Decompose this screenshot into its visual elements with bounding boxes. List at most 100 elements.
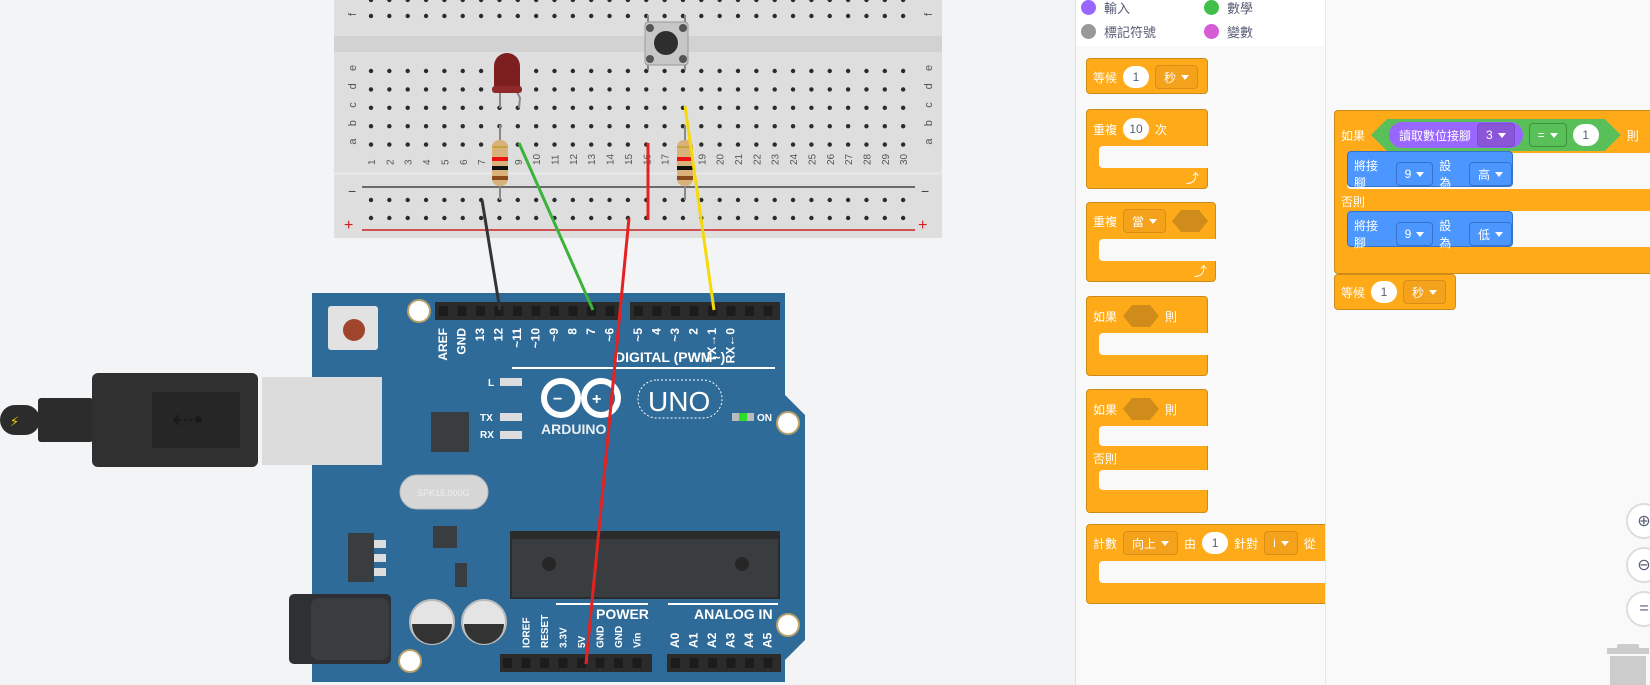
breadboard-hole[interactable] — [405, 0, 410, 3]
rail-hole[interactable] — [882, 215, 887, 221]
header-socket[interactable] — [568, 306, 578, 316]
breadboard-hole[interactable] — [405, 13, 410, 19]
breadboard-hole[interactable] — [387, 0, 392, 3]
category-variables[interactable]: 變數 — [1204, 22, 1253, 41]
breadboard-hole[interactable] — [717, 0, 722, 3]
header-socket[interactable] — [745, 306, 754, 316]
breadboard-hole[interactable] — [625, 87, 631, 92]
breadboard-hole[interactable] — [717, 68, 722, 74]
set-value-dropdown[interactable]: 高 — [1468, 162, 1512, 186]
breadboard-hole[interactable] — [772, 124, 777, 129]
breadboard-hole[interactable] — [809, 68, 814, 74]
block-palette[interactable]: 輸入 數學 標記符號 變數 等候 1 秒 重複 10 次 ⤴ — [1075, 0, 1329, 685]
breadboard-hole[interactable] — [735, 0, 741, 3]
header-socket[interactable] — [595, 658, 605, 668]
breadboard-hole[interactable] — [570, 105, 576, 111]
header-socket[interactable] — [605, 306, 615, 316]
header-socket[interactable] — [689, 658, 699, 668]
breadboard-hole[interactable] — [699, 87, 704, 92]
breadboard-hole[interactable] — [809, 0, 814, 3]
breadboard-hole[interactable] — [882, 142, 887, 147]
breadboard-hole[interactable] — [662, 105, 667, 111]
zoom-in-button[interactable]: ⊕ — [1626, 503, 1650, 539]
breadboard-hole[interactable] — [754, 124, 759, 129]
rail-hole[interactable] — [533, 215, 539, 221]
count-var-dropdown[interactable]: i — [1264, 531, 1298, 555]
header-socket[interactable] — [494, 306, 504, 316]
rail-hole[interactable] — [460, 197, 465, 203]
breadboard-hole[interactable] — [423, 105, 429, 111]
breadboard-hole[interactable] — [754, 13, 759, 19]
header-socket[interactable] — [689, 306, 699, 316]
breadboard-hole[interactable] — [699, 105, 704, 111]
breadboard-hole[interactable] — [827, 87, 832, 92]
header-socket[interactable] — [726, 306, 736, 316]
pushbutton[interactable] — [644, 15, 689, 70]
breadboard-hole[interactable] — [625, 0, 631, 3]
rail-hole[interactable] — [754, 197, 759, 203]
breadboard-hole[interactable] — [790, 142, 796, 147]
breadboard-hole[interactable] — [460, 105, 465, 111]
set-value-dropdown[interactable]: 低 — [1468, 222, 1512, 246]
breadboard-hole[interactable] — [699, 142, 704, 147]
breadboard-hole[interactable] — [497, 13, 502, 19]
breadboard-hole[interactable] — [662, 68, 667, 74]
breadboard-hole[interactable] — [845, 142, 851, 147]
breadboard-hole[interactable] — [368, 124, 374, 129]
breadboard-hole[interactable] — [405, 124, 410, 129]
wires[interactable] — [480, 105, 716, 665]
breadboard-hole[interactable] — [368, 142, 374, 147]
breadboard-hole[interactable] — [533, 105, 539, 111]
breadboard-hole[interactable] — [552, 13, 557, 19]
resistor-1[interactable] — [492, 125, 508, 200]
breadboard-hole[interactable] — [625, 142, 631, 147]
breadboard-hole[interactable] — [423, 68, 429, 74]
header-socket[interactable] — [476, 306, 485, 316]
breadboard-hole[interactable] — [423, 0, 429, 3]
header-socket[interactable] — [614, 658, 623, 668]
breadboard-hole[interactable] — [699, 0, 704, 3]
circuit-canvas[interactable]: ffeeddccbbaa1234567891011121314151617181… — [0, 0, 1075, 685]
category-input[interactable]: 輸入 — [1081, 0, 1130, 17]
breadboard-hole[interactable] — [845, 124, 851, 129]
repeat-count-input[interactable]: 10 — [1123, 118, 1150, 140]
rail-hole[interactable] — [423, 215, 429, 221]
breadboard-hole[interactable] — [405, 68, 410, 74]
rail-hole[interactable] — [405, 215, 410, 221]
breadboard-hole[interactable] — [754, 87, 759, 92]
breadboard-hole[interactable] — [387, 105, 392, 111]
breadboard-hole[interactable] — [790, 87, 796, 92]
breadboard-hole[interactable] — [827, 142, 832, 147]
breadboard-hole[interactable] — [827, 68, 832, 74]
breadboard-hole[interactable] — [772, 68, 777, 74]
breadboard-hole[interactable] — [552, 124, 557, 129]
breadboard-hole[interactable] — [772, 13, 777, 19]
rail-hole[interactable] — [570, 197, 576, 203]
breadboard-hole[interactable] — [552, 87, 557, 92]
breadboard-hole[interactable] — [387, 142, 392, 147]
breadboard-hole[interactable] — [442, 68, 447, 74]
header-socket[interactable] — [671, 306, 680, 316]
breadboard-hole[interactable] — [442, 87, 447, 92]
breadboard-hole[interactable] — [625, 13, 631, 19]
breadboard-hole[interactable] — [478, 105, 484, 111]
rail-hole[interactable] — [772, 215, 777, 221]
digital-header-right[interactable] — [630, 302, 780, 320]
breadboard-hole[interactable] — [607, 87, 612, 92]
breadboard-hole[interactable] — [442, 124, 447, 129]
rail-hole[interactable] — [368, 197, 374, 203]
breadboard-hole[interactable] — [423, 13, 429, 19]
breadboard-hole[interactable] — [809, 142, 814, 147]
breadboard-hole[interactable] — [533, 13, 539, 19]
breadboard-hole[interactable] — [387, 87, 392, 92]
breadboard-hole[interactable] — [864, 87, 869, 92]
rail-hole[interactable] — [607, 215, 612, 221]
breadboard-hole[interactable] — [405, 87, 410, 92]
breadboard-hole[interactable] — [533, 142, 539, 147]
breadboard-hole[interactable] — [827, 105, 832, 111]
breadboard-hole[interactable] — [772, 105, 777, 111]
header-socket[interactable] — [503, 658, 512, 668]
wait-value-input[interactable]: 1 — [1123, 66, 1150, 88]
breadboard-hole[interactable] — [735, 105, 741, 111]
rail-hole[interactable] — [515, 197, 520, 203]
